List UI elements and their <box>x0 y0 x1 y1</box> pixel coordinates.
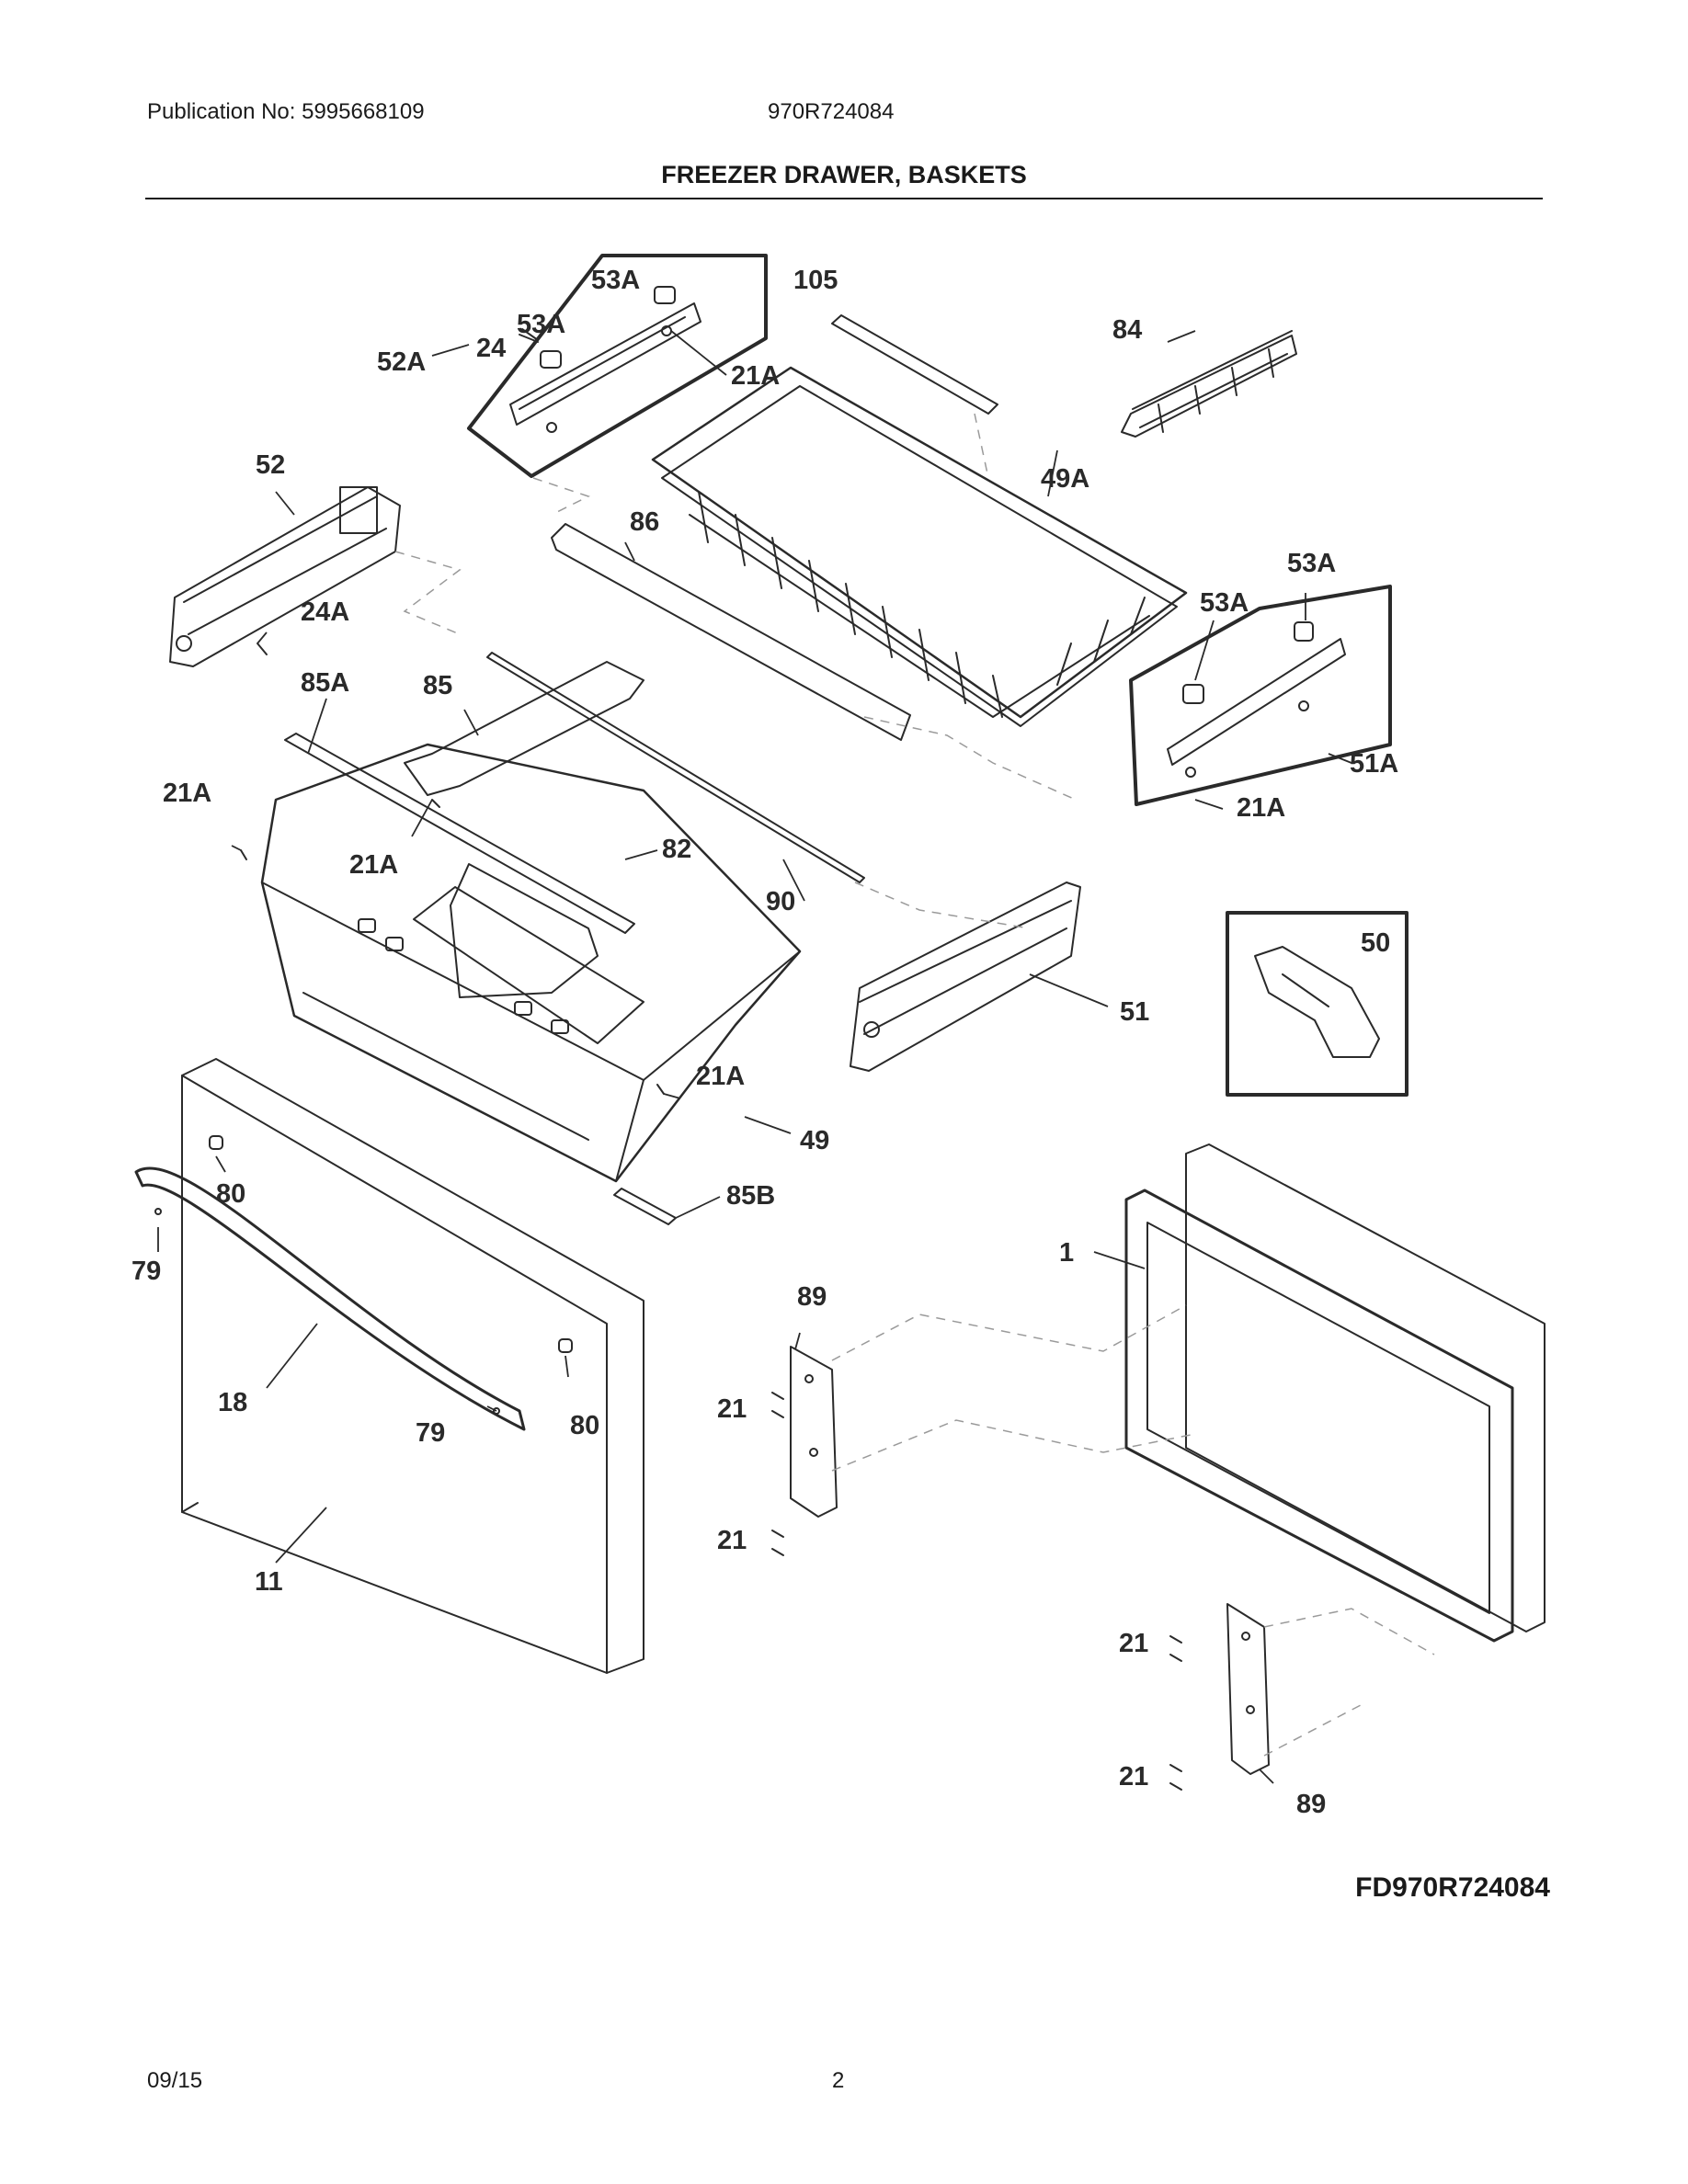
publication-number: Publication No: 5995668109 <box>147 99 425 124</box>
part-49A-wire-basket <box>651 366 1188 727</box>
label-52: 52 <box>256 450 285 480</box>
part-82-divider <box>450 863 599 998</box>
label-86: 86 <box>630 507 659 537</box>
label-51: 51 <box>1120 997 1149 1027</box>
label-89: 89 <box>1296 1790 1326 1819</box>
label-21: 21 <box>1119 1629 1148 1658</box>
label-105: 105 <box>793 266 838 295</box>
part-50-clip-box <box>1226 911 1409 1097</box>
label-53A: 53A <box>591 266 640 295</box>
part-84-divider <box>1121 330 1297 438</box>
model-number: 970R724084 <box>768 99 895 124</box>
part-80-cap-a <box>209 1135 223 1150</box>
label-21: 21 <box>1119 1762 1148 1792</box>
figure-code: FD970R724084 <box>1355 1872 1550 1903</box>
label-90: 90 <box>766 887 795 916</box>
label-21: 21 <box>717 1394 747 1424</box>
part-49-freezer-basket <box>260 743 802 1183</box>
label-80: 80 <box>216 1179 245 1209</box>
label-21: 21 <box>717 1526 747 1555</box>
part-89-bracket-a <box>790 1346 838 1518</box>
part-79-screw-b <box>493 1407 500 1415</box>
part-18-handle <box>134 1166 526 1431</box>
label-51A: 51A <box>1350 749 1398 779</box>
part-105-rod <box>831 314 998 415</box>
page-title: FREEZER DRAWER, BASKETS <box>661 161 1027 188</box>
label-85: 85 <box>423 671 452 700</box>
label-53A: 53A <box>517 310 565 339</box>
label-11: 11 <box>255 1567 283 1597</box>
label-82: 82 <box>662 835 691 864</box>
label-84: 84 <box>1112 315 1142 345</box>
label-49: 49 <box>800 1126 829 1155</box>
header-rule <box>145 198 1543 199</box>
part-52-slide-rail <box>169 486 401 667</box>
label-53A: 53A <box>1287 549 1336 578</box>
label-24A: 24A <box>301 597 349 627</box>
label-52A: 52A <box>377 347 426 377</box>
label-85A: 85A <box>301 668 349 698</box>
label-53A: 53A <box>1200 588 1249 618</box>
label-49A: 49A <box>1041 464 1089 494</box>
label-85B: 85B <box>726 1181 775 1211</box>
part-90-rod <box>486 652 865 883</box>
label-79: 79 <box>416 1418 445 1448</box>
label-21A: 21A <box>349 850 398 880</box>
label-21A: 21A <box>1237 793 1285 823</box>
part-11-drawer-front <box>181 1058 644 1674</box>
page-number: 2 <box>832 2068 845 2093</box>
label-24: 24 <box>476 334 506 363</box>
part-85B-strip <box>613 1188 677 1225</box>
label-21A: 21A <box>163 779 211 808</box>
part-51-slide-rail <box>850 882 1081 1072</box>
label-21A: 21A <box>696 1062 745 1091</box>
part-1-gasket-liner <box>1124 1143 1545 1643</box>
label-18: 18 <box>218 1388 247 1417</box>
publication-date: 09/15 <box>147 2068 203 2093</box>
label-1: 1 <box>1059 1238 1074 1268</box>
screw-set <box>240 334 1182 1791</box>
part-85A-rail <box>284 733 635 934</box>
part-51A-slide-kit-box <box>1129 585 1392 806</box>
label-89: 89 <box>797 1282 827 1312</box>
label-79: 79 <box>131 1257 161 1286</box>
label-80: 80 <box>570 1411 599 1440</box>
part-89-bracket-b <box>1226 1603 1270 1775</box>
part-52A-slide-kit-box <box>467 254 768 478</box>
part-80-cap-b <box>558 1338 573 1353</box>
part-85-divider <box>404 661 644 796</box>
part-79-screw-a <box>154 1208 162 1215</box>
label-50: 50 <box>1361 928 1390 958</box>
label-21A: 21A <box>731 361 780 391</box>
part-86-trim <box>551 523 911 741</box>
